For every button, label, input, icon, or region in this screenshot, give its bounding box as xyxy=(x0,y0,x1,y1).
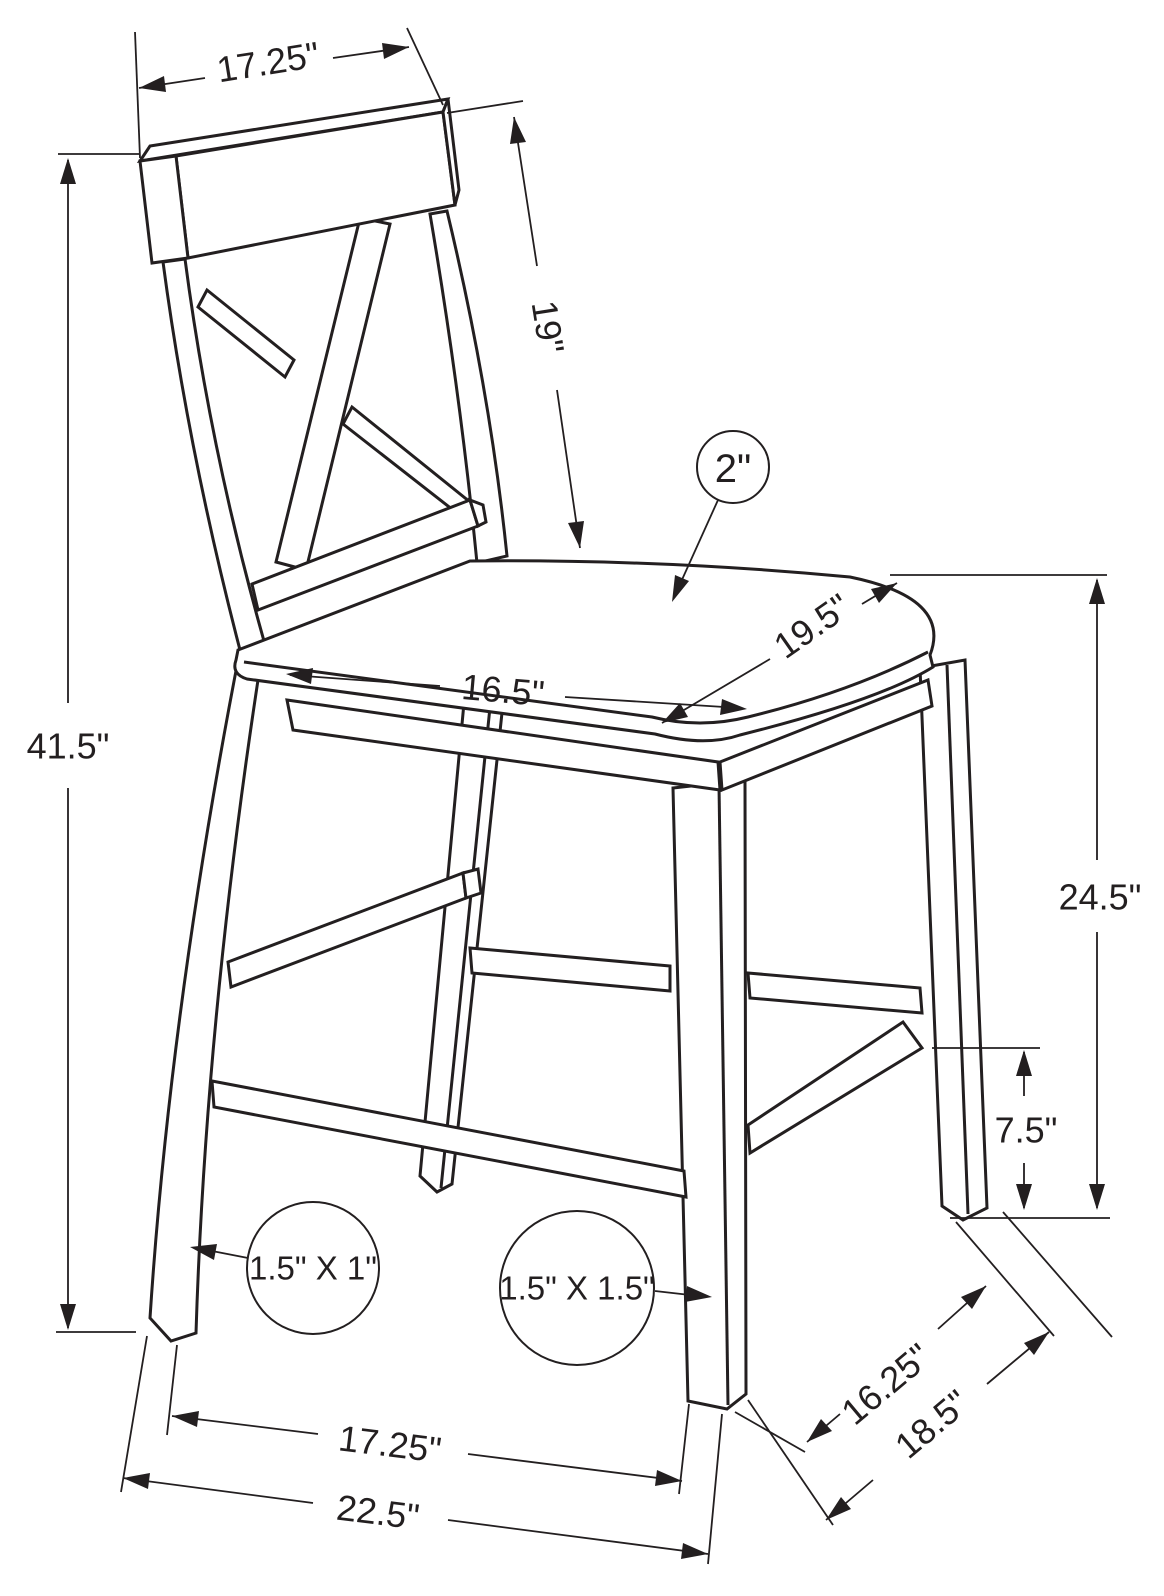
extension-line xyxy=(955,1221,1055,1337)
arrowhead xyxy=(1016,1184,1032,1210)
dim-label-front-spread-outer: 22.5" xyxy=(334,1487,421,1538)
front-left-leg xyxy=(671,778,748,1411)
arrowhead xyxy=(510,117,526,144)
arrowhead xyxy=(60,158,76,184)
front-stretcher xyxy=(746,1019,925,1156)
leader-line xyxy=(211,1250,249,1259)
dim-label-overall-height: 41.5" xyxy=(27,726,110,767)
back-stretcher xyxy=(226,870,468,990)
rear-left-leg xyxy=(148,638,266,1343)
arrowhead xyxy=(382,43,409,59)
dim-front-spread-outer: 22.5" xyxy=(120,1335,723,1565)
dim-back-height: 19" xyxy=(446,100,584,549)
apron-right xyxy=(718,677,934,793)
dim-seat-front-width: 16.5" xyxy=(286,666,747,715)
extension-line xyxy=(406,27,444,106)
dimension-line xyxy=(122,1477,709,1555)
extension-line xyxy=(120,1335,148,1493)
arrowhead xyxy=(961,1286,986,1309)
x-brace-slat-back xyxy=(196,287,296,380)
arrowhead xyxy=(826,1497,851,1520)
arrowhead xyxy=(655,1470,682,1486)
lower-back-rail-end-cap xyxy=(467,497,488,529)
dim-side-spread-inner: 16.25" xyxy=(734,1221,1055,1453)
arrowhead xyxy=(685,1286,712,1302)
extension-line xyxy=(707,1413,723,1565)
arrowhead xyxy=(190,1244,217,1260)
callout-circle xyxy=(499,1210,655,1366)
right-stretcher-right-segment xyxy=(746,971,924,1015)
callout-back-leg-section: 1.5" X 1" xyxy=(190,1201,380,1335)
right-back-stile xyxy=(428,209,509,565)
arrowhead xyxy=(1016,1050,1032,1076)
extension-line xyxy=(747,1399,834,1526)
arrowhead xyxy=(286,668,313,684)
arrowhead xyxy=(720,699,747,715)
arrowhead xyxy=(1024,1332,1049,1355)
dim-seat-height: 24.5" xyxy=(890,574,1142,1219)
arrowhead xyxy=(123,1473,150,1489)
callout-seat-thickness: 2" xyxy=(672,430,770,602)
x-brace-slat-front xyxy=(274,216,392,572)
front-left-leg-arris xyxy=(717,784,730,1406)
top-rail-left-face xyxy=(138,154,190,265)
arrowhead xyxy=(568,521,584,548)
dim-front-spread-inner: 17.25" xyxy=(166,1344,690,1495)
extension-line xyxy=(166,1344,178,1436)
top-rail-right-face xyxy=(441,98,461,206)
dim-label-seat-thickness: 2" xyxy=(715,447,751,491)
dimension-line xyxy=(289,674,741,709)
arrowhead xyxy=(60,1304,76,1330)
seat-front-edge xyxy=(243,650,929,725)
extension-line xyxy=(678,1403,690,1495)
arrowhead xyxy=(662,703,688,723)
leader-line xyxy=(675,499,719,594)
back-stretcher-end-cap xyxy=(461,867,483,901)
front-right-leg xyxy=(918,658,989,1222)
apron-front xyxy=(285,698,722,792)
arrowhead xyxy=(172,1411,199,1427)
dim-label-top-rail-width: 17.25" xyxy=(214,34,322,91)
stool-drawing xyxy=(136,97,989,1411)
x-brace-slat-back-lower xyxy=(341,404,472,520)
arrowhead xyxy=(672,575,689,602)
callout-front-leg-section: 1.5" X 1.5" xyxy=(499,1210,712,1366)
dim-label-back-leg-section: 1.5" X 1" xyxy=(249,1250,377,1287)
seat xyxy=(233,559,936,743)
extension-line xyxy=(446,100,524,114)
arrowhead xyxy=(871,583,897,603)
dim-label-front-spread-inner: 17.25" xyxy=(336,1417,443,1470)
dim-label-front-leg-section: 1.5" X 1.5" xyxy=(499,1270,655,1307)
callout-circle xyxy=(246,1201,380,1335)
dim-stretcher-height: 7.5" xyxy=(932,1047,1058,1210)
arrowhead xyxy=(139,76,166,92)
arrowhead xyxy=(681,1543,708,1559)
leader-line xyxy=(654,1290,691,1296)
arrowhead xyxy=(1089,578,1105,604)
dim-label-stretcher-height: 7.5" xyxy=(995,1110,1058,1151)
dim-label-seat-height: 24.5" xyxy=(1059,877,1142,918)
left-stretcher xyxy=(210,1079,688,1199)
dim-label-seat-front-width: 16.5" xyxy=(460,666,546,714)
callout-circle xyxy=(696,430,770,504)
dim-label-back-height: 19" xyxy=(524,298,573,357)
arrowhead xyxy=(1089,1184,1105,1210)
right-stretcher-left-segment xyxy=(468,946,672,993)
front-right-leg-arris xyxy=(945,664,970,1215)
dim-overall-height: 41.5" xyxy=(27,153,140,1333)
extension-line xyxy=(134,31,141,159)
extension-line xyxy=(1002,1211,1113,1338)
arrowhead xyxy=(807,1419,832,1442)
